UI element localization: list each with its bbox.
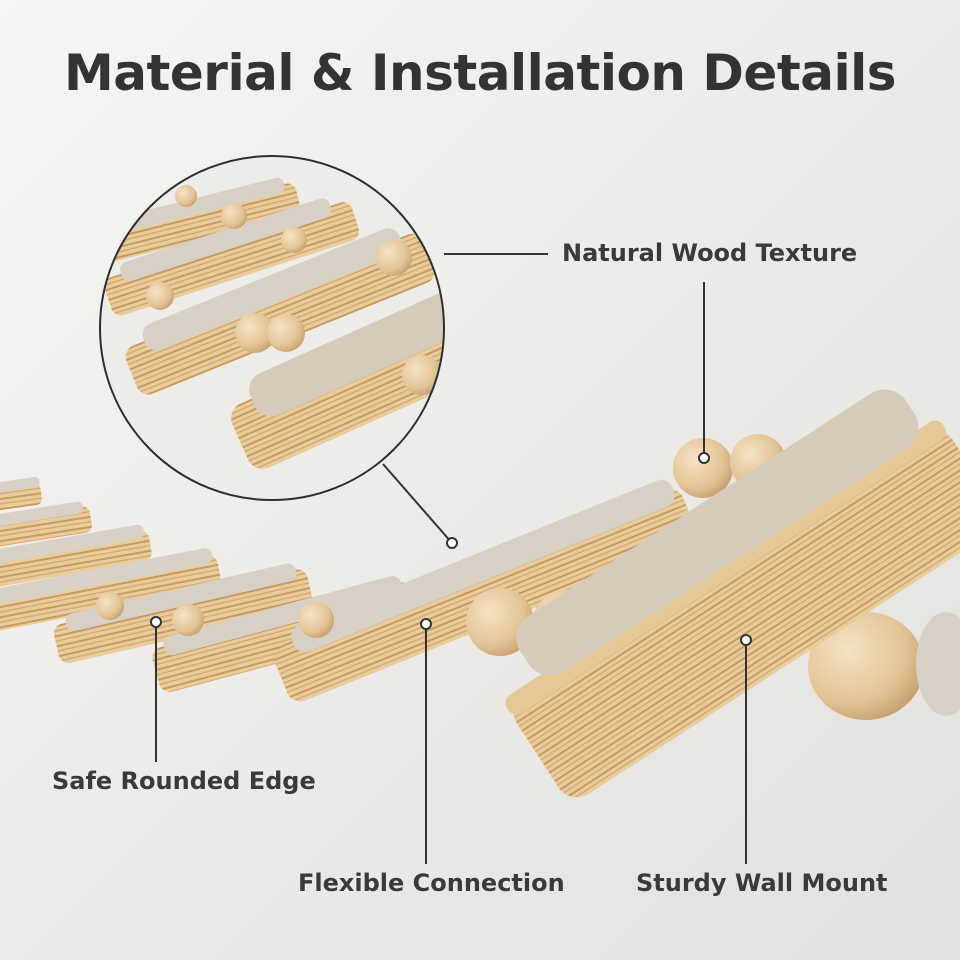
detail-magnifier [99,155,445,501]
callout-flexible-connection: Flexible Connection [298,869,565,897]
callout-lines [155,253,747,864]
callout-safe-rounded-edge: Safe Rounded Edge [52,767,316,795]
front-plank [505,389,960,798]
callout-dots [150,452,752,646]
page-title: Material & Installation Details [63,44,897,102]
callout-natural-wood-texture: Natural Wood Texture [562,239,858,267]
bridge-far-planks [0,477,221,632]
callout-sturdy-wall-mount: Sturdy Wall Mount [636,869,888,897]
